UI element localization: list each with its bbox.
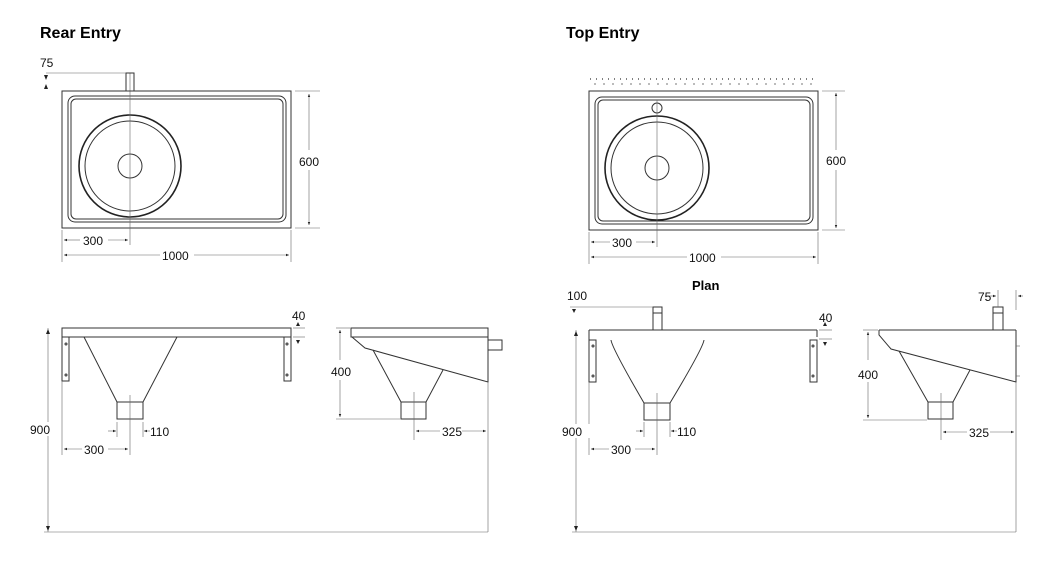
dim-side-offset: 325 <box>442 425 462 439</box>
dim-depth: 600 <box>826 154 846 168</box>
dim-width: 1000 <box>689 251 716 265</box>
top-entry-side-elevation: 75 400 325 <box>858 290 1023 532</box>
dim-height: 900 <box>562 425 582 439</box>
tap-icon <box>992 306 1004 331</box>
dim-bowl-offset: 300 <box>83 234 103 248</box>
dim-side-depth: 400 <box>331 365 351 379</box>
dim-side-depth: 400 <box>858 368 878 382</box>
rear-entry-plan-view: 75 600 300 1000 <box>40 56 320 263</box>
dim-side-tap: 75 <box>978 290 992 304</box>
dim-width: 1000 <box>162 249 189 263</box>
dim-thickness: 40 <box>292 309 306 323</box>
top-entry-front-elevation: 100 110 300 40 900 <box>560 289 1016 533</box>
tap-icon <box>652 306 663 331</box>
dim-outlet: 110 <box>150 425 169 439</box>
dim-tap-offset: 100 <box>567 289 587 303</box>
dim-bowl-offset: 300 <box>611 443 631 457</box>
pipe-stub-icon <box>487 339 503 351</box>
dim-height: 900 <box>30 423 50 437</box>
top-entry-plan-view: 600 300 1000 <box>588 78 846 265</box>
dim-bowl-offset: 300 <box>612 236 632 250</box>
dim-side-offset: 325 <box>969 426 989 440</box>
rear-entry-front-elevation: 110 300 40 900 <box>30 309 488 533</box>
tap-icon <box>125 72 135 92</box>
dim-thickness: 40 <box>819 311 833 325</box>
plan-label: Plan <box>692 278 720 293</box>
rear-entry-title: Rear Entry <box>40 25 121 42</box>
dim-tap-offset: 75 <box>40 56 54 70</box>
dim-depth: 600 <box>299 155 319 169</box>
dim-bowl-offset: 300 <box>84 443 104 457</box>
rear-entry-side-elevation: 400 325 <box>331 327 503 532</box>
top-entry-title: Top Entry <box>566 25 640 42</box>
dim-outlet: 110 <box>677 425 696 439</box>
